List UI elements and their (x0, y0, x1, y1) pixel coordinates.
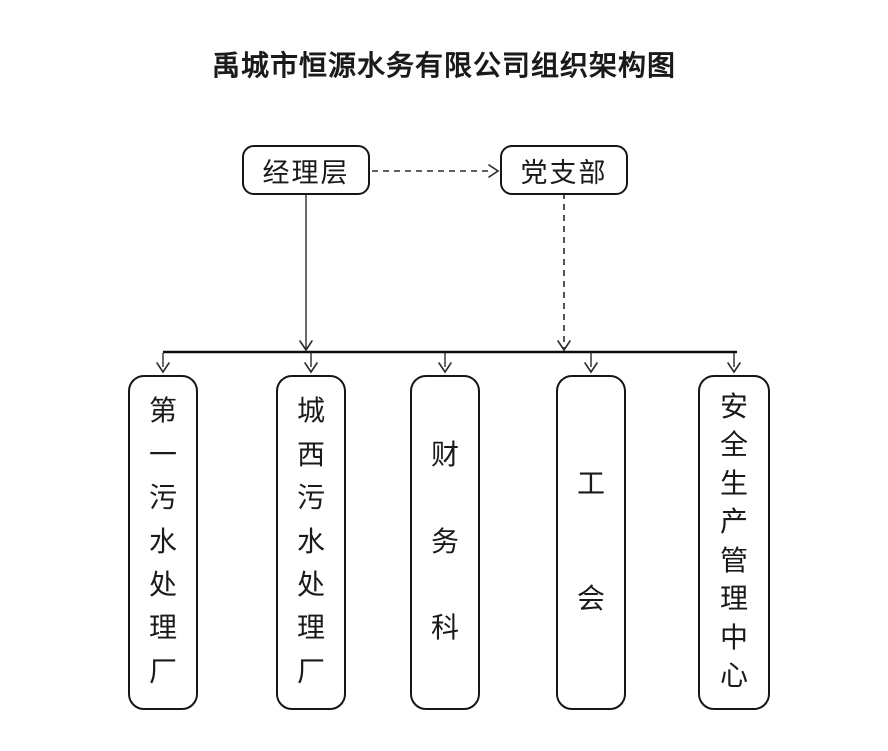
dept-box-labor-union: 工会 (556, 375, 626, 710)
dept-label-char: 理 (148, 613, 177, 645)
dept-label-char: 生 (719, 468, 748, 500)
dept-label-char: 西 (296, 439, 325, 471)
dept-label-char: 厂 (296, 656, 325, 688)
dept-stub-arrow-1 (156, 353, 170, 374)
dept-label-char: 污 (296, 483, 325, 515)
dept-label-char: 工 (576, 468, 605, 500)
party-drop-arrow (557, 193, 571, 352)
dept-label-char: 全 (719, 430, 748, 462)
dept-box-finance-section: 财务科 (410, 375, 480, 710)
dept-label-char: 产 (719, 507, 748, 539)
node-management-label: 经理层 (262, 157, 350, 188)
dept-box-west-city-sewage-plant: 城西污水处理厂 (276, 375, 346, 710)
manager-party-dashed-arrow (372, 164, 500, 178)
dept-label-char: 处 (148, 569, 177, 601)
dept-label-char: 污 (148, 483, 177, 515)
dept-label-char: 一 (148, 439, 177, 471)
dept-label-char: 厂 (148, 656, 177, 688)
dept-label-char: 中 (719, 622, 748, 654)
node-party-label: 党支部 (520, 157, 608, 188)
dept-box-safety-management-center: 安全生产管理中心 (698, 375, 770, 710)
dept-label-char: 会 (576, 584, 605, 616)
dept-label-char: 财 (430, 439, 459, 471)
dept-stub-arrow-5 (727, 353, 741, 374)
dept-label-char: 理 (719, 584, 748, 616)
dept-label-char: 管 (719, 545, 748, 577)
dept-label-char: 第 (148, 396, 177, 428)
dept-box-first-sewage-plant: 第一污水处理厂 (128, 375, 198, 710)
dept-label-char: 城 (296, 396, 325, 428)
dept-label-char: 处 (296, 569, 325, 601)
dept-label-char: 科 (430, 613, 459, 645)
dept-label-char: 水 (296, 526, 325, 558)
node-management-layer: 经理层 (242, 145, 370, 195)
dept-label-char: 水 (148, 526, 177, 558)
dept-label-char: 安 (719, 391, 748, 423)
dept-label-char: 务 (430, 526, 459, 558)
chart-title: 禹城市恒源水务有限公司组织架构图 (211, 51, 676, 82)
dept-stub-arrow-2 (304, 353, 318, 374)
node-party-branch: 党支部 (500, 145, 628, 195)
manager-drop-arrow (299, 195, 313, 352)
dept-label-char: 理 (296, 613, 325, 645)
dept-label-char: 心 (719, 661, 748, 693)
dept-stub-arrow-4 (584, 353, 598, 374)
dept-stub-arrow-3 (438, 353, 452, 374)
